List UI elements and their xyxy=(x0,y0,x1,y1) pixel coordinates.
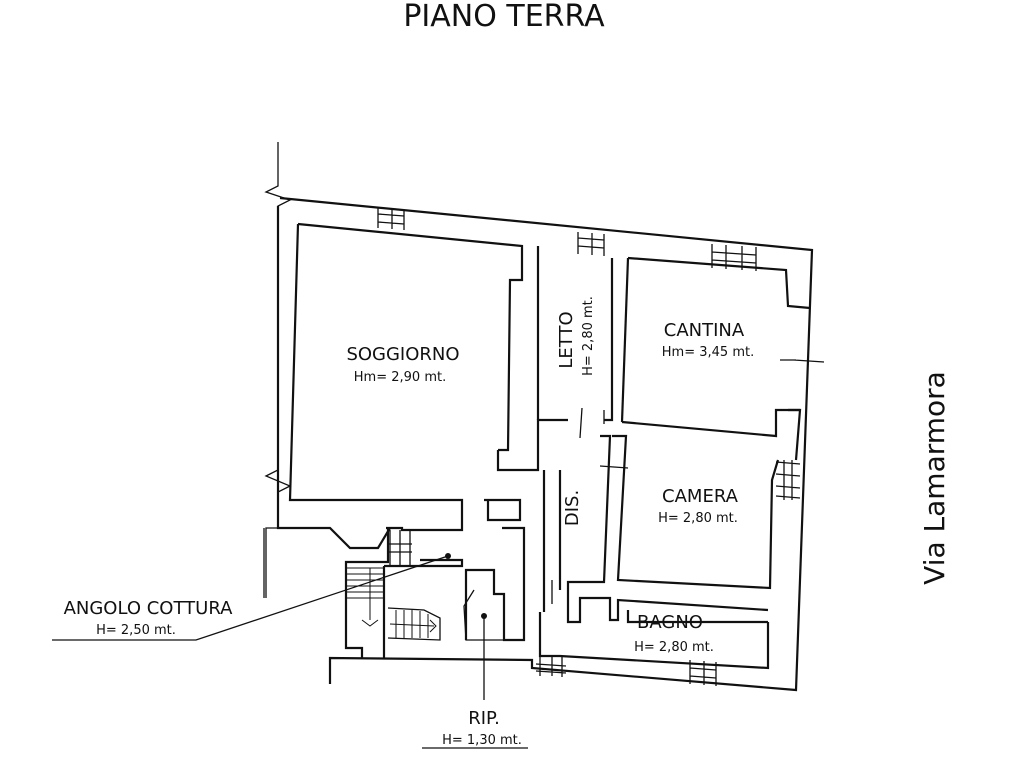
room-angolo-cottura-name: ANGOLO COTTURA xyxy=(64,598,234,619)
room-angolo-cottura-height: H= 2,50 mt. xyxy=(96,623,176,638)
room-soggiorno-name: SOGGIORNO xyxy=(346,344,459,365)
room-camera-height: H= 2,80 mt. xyxy=(658,511,738,526)
room-letto-height: H= 2,80 mt. xyxy=(581,296,596,376)
room-letto-name: LETTO xyxy=(556,311,577,368)
room-camera-name: CAMERA xyxy=(662,486,739,507)
leader-rip xyxy=(422,613,528,749)
neighbour-wall xyxy=(263,142,292,598)
windows xyxy=(377,208,801,686)
window-entrance-bottom xyxy=(535,656,567,677)
window-kitchen-left xyxy=(388,530,412,566)
window-bagno-bottom xyxy=(689,660,717,686)
window-camera-right xyxy=(775,460,801,500)
stairs xyxy=(346,567,504,641)
plan-title: PIANO TERRA xyxy=(403,0,605,34)
window-cantina-top xyxy=(711,244,757,271)
room-rip-height: H= 1,30 mt. xyxy=(442,733,522,748)
tick-marks xyxy=(551,359,825,604)
room-bagno-name: BAGNO xyxy=(637,612,703,633)
window-letto-top xyxy=(577,232,605,256)
window-soggiorno-top xyxy=(377,208,405,230)
room-rip-name: RIP. xyxy=(468,708,500,729)
outer-walls xyxy=(276,196,814,692)
room-cantina-height: Hm= 3,45 mt. xyxy=(662,345,754,360)
room-soggiorno-height: Hm= 2,90 mt. xyxy=(354,370,446,385)
room-bagno-height: H= 2,80 mt. xyxy=(634,640,714,655)
room-cantina-name: CANTINA xyxy=(664,320,745,341)
street-label: Via Lamarmora xyxy=(918,371,951,585)
room-dis-name: DIS. xyxy=(562,490,583,526)
inner-walls xyxy=(344,246,811,670)
leader-angolo-cottura xyxy=(52,553,451,641)
